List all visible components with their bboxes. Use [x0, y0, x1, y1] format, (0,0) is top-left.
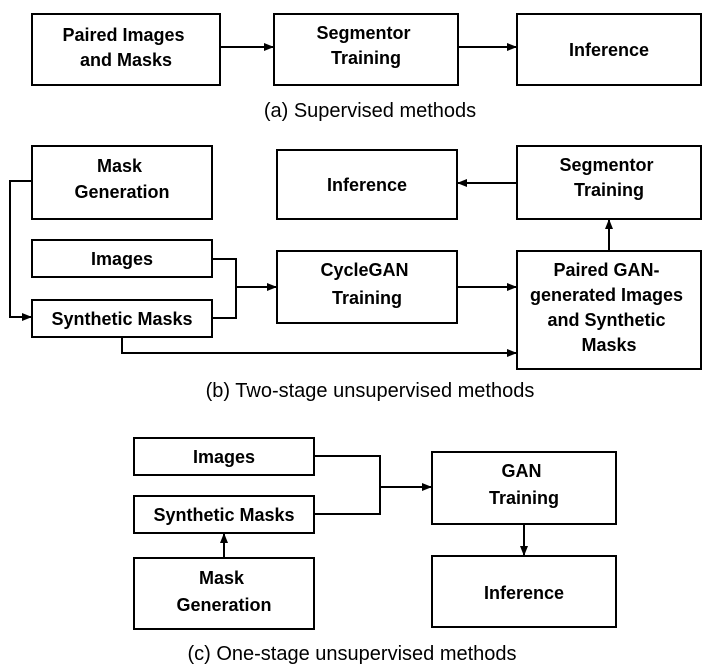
label-inference: Inference [484, 583, 564, 603]
caption-panel-b: (b) Two-stage unsupervised methods [206, 380, 535, 402]
label-inference: Inference [327, 175, 407, 195]
box-images [133, 437, 315, 476]
line-images-to-join [314, 455, 381, 515]
box-inference [276, 149, 458, 220]
label-gan-training: GAN Training [489, 461, 559, 508]
caption-panel-a: (a) Supervised methods [264, 100, 476, 122]
box-segmentor-training [273, 13, 459, 86]
box-inference [516, 13, 702, 86]
box-paired-images-masks [31, 13, 221, 86]
panel-supervised: Paired Images and Masks Segmentor Traini… [31, 13, 702, 122]
box-inference [431, 555, 617, 628]
panel-two-stage: Mask Generation Inference Segmentor Trai… [9, 145, 702, 402]
arrow-synthetic-to-paired [121, 337, 517, 357]
line-images-to-join [212, 258, 237, 319]
box-paired-gan-generated [516, 250, 702, 370]
label-paired-images-masks: Paired Images and Masks [62, 25, 189, 70]
box-cyclegan-training [276, 250, 458, 324]
label-synthetic-masks: Synthetic Masks [153, 505, 294, 525]
label-paired-gan-generated: Paired GAN- generated Images and Synthet… [530, 260, 688, 355]
label-mask-generation: Mask Generation [176, 568, 271, 615]
label-images: Images [91, 249, 153, 269]
box-gan-training [431, 451, 617, 525]
panel-one-stage: Images GAN Training Synthetic Masks Infe… [133, 437, 617, 665]
box-mask-generation [133, 557, 315, 630]
label-segmentor-training: Segmentor Training [316, 23, 415, 68]
label-cyclegan-training: CycleGAN Training [320, 260, 413, 308]
label-inference: Inference [569, 40, 649, 60]
label-mask-generation: Mask Generation [74, 156, 169, 202]
label-images: Images [193, 447, 255, 467]
label-synthetic-masks: Synthetic Masks [51, 309, 192, 329]
caption-panel-c: (c) One-stage unsupervised methods [187, 643, 516, 665]
arrow-mask-generation-to-synthetic [9, 180, 32, 321]
label-segmentor-training: Segmentor Training [559, 155, 658, 200]
box-mask-generation [31, 145, 213, 220]
